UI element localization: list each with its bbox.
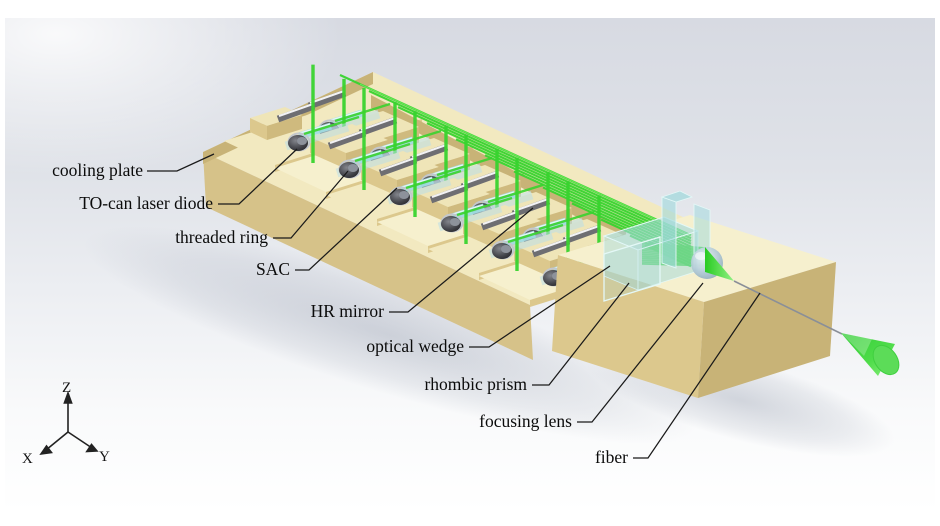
diode-mount-front bbox=[514, 245, 550, 277]
sac-lens-edge bbox=[452, 204, 484, 215]
hr-mirror-highlight bbox=[360, 117, 396, 131]
hr-mirror-highlight bbox=[533, 238, 569, 252]
diode-mount-front bbox=[361, 164, 397, 196]
label-optical-wedge: optical wedge bbox=[366, 336, 464, 356]
focused-beam-cone bbox=[705, 247, 734, 281]
fiber-line bbox=[733, 280, 843, 335]
hr-mirror bbox=[460, 170, 500, 191]
leader-optical-wedge bbox=[469, 265, 611, 348]
axis-triad: Z X Y bbox=[22, 380, 110, 467]
label-rhombic-prism: rhombic prism bbox=[424, 374, 527, 394]
label-hr-mirror: HR mirror bbox=[310, 301, 384, 321]
leader-hr-mirror bbox=[389, 207, 534, 313]
hr-mirror bbox=[429, 183, 469, 204]
laser-module-3d-model bbox=[83, 64, 900, 457]
z-axis-label: Z bbox=[62, 380, 71, 396]
plate-shadow bbox=[83, 226, 697, 444]
hr-mirror bbox=[562, 224, 602, 245]
hr-mirror bbox=[358, 116, 398, 137]
hr-mirror-highlight bbox=[329, 130, 365, 144]
x-axis-label: X bbox=[22, 451, 33, 467]
hr-mirror-highlight bbox=[309, 90, 345, 104]
hr-mirror-highlight bbox=[482, 211, 518, 225]
hr-mirror-highlight bbox=[380, 157, 416, 171]
sac-lens-edge bbox=[503, 231, 535, 242]
leader-threaded-ring bbox=[273, 170, 349, 239]
fiber-cone-sheen bbox=[841, 333, 872, 356]
y-axis-label: Y bbox=[99, 449, 110, 465]
optical-wedge-top bbox=[660, 190, 694, 203]
hr-mirror bbox=[511, 197, 551, 218]
sac-lens-edge bbox=[432, 164, 464, 175]
sac-lens-edge bbox=[401, 177, 433, 188]
label-to-can-laser-diode: TO-can laser diode bbox=[79, 193, 213, 213]
hr-mirror-highlight bbox=[278, 103, 314, 117]
sac-lens-edge bbox=[350, 150, 382, 161]
label-fiber: fiber bbox=[594, 447, 628, 467]
hr-mirror bbox=[409, 143, 449, 164]
sac-lens-edge bbox=[330, 110, 362, 121]
end-block-front bbox=[552, 255, 704, 398]
label-cooling-plate: cooling plate bbox=[52, 160, 143, 180]
hr-mirror bbox=[327, 129, 367, 150]
sac-lens-edge bbox=[299, 123, 331, 134]
to-can-window bbox=[297, 137, 307, 145]
sac-lens-edge bbox=[483, 191, 515, 202]
hr-mirror-highlight bbox=[513, 198, 549, 212]
fiber-output-cone-cap bbox=[872, 344, 900, 376]
optical-wedge-plate bbox=[661, 196, 677, 269]
sac-lens-edge bbox=[381, 137, 413, 148]
leader-rhombic-prism bbox=[532, 282, 630, 386]
leader-cooling-plate bbox=[147, 153, 215, 172]
leader-lines bbox=[147, 148, 761, 459]
rhombic-prism-outline-plate bbox=[603, 236, 661, 302]
hr-mirror bbox=[276, 102, 316, 123]
to-can-window bbox=[501, 245, 511, 253]
leader-focusing-lens bbox=[577, 282, 704, 423]
leader-fiber bbox=[633, 292, 761, 459]
label-threaded-ring: threaded ring bbox=[175, 227, 268, 247]
hr-mirror bbox=[307, 89, 347, 110]
to-can-window bbox=[399, 191, 409, 199]
diode-mount-front bbox=[412, 191, 448, 223]
hr-mirror-highlight bbox=[411, 144, 447, 158]
laser-beam-ribbon bbox=[397, 106, 692, 243]
label-focusing-lens: focusing lens bbox=[479, 411, 572, 431]
diode-mount-front bbox=[463, 218, 499, 250]
hr-mirror bbox=[378, 156, 418, 177]
sac-lens-edge bbox=[534, 218, 566, 229]
leader-to-can-laser-diode bbox=[218, 148, 298, 205]
hr-mirror-highlight bbox=[431, 184, 467, 198]
leader-sac bbox=[295, 187, 398, 271]
corner-block-side bbox=[267, 115, 302, 140]
to-can-window bbox=[450, 218, 460, 226]
corner-block-front bbox=[250, 118, 267, 140]
laser-beam-ribbon bbox=[368, 90, 692, 240]
hr-mirror bbox=[531, 237, 571, 258]
hr-mirror-highlight bbox=[564, 225, 600, 239]
label-sac: SAC bbox=[255, 259, 290, 279]
diode-mount-front bbox=[310, 137, 346, 169]
end-block-side bbox=[698, 262, 836, 398]
to-can-window bbox=[348, 164, 358, 172]
cooling-plate-front bbox=[203, 152, 533, 360]
laser-beam-ribbon-highlight bbox=[359, 83, 692, 236]
hr-mirror-highlight bbox=[462, 171, 498, 185]
hr-mirror bbox=[480, 210, 520, 231]
lens-highlight bbox=[695, 252, 707, 260]
